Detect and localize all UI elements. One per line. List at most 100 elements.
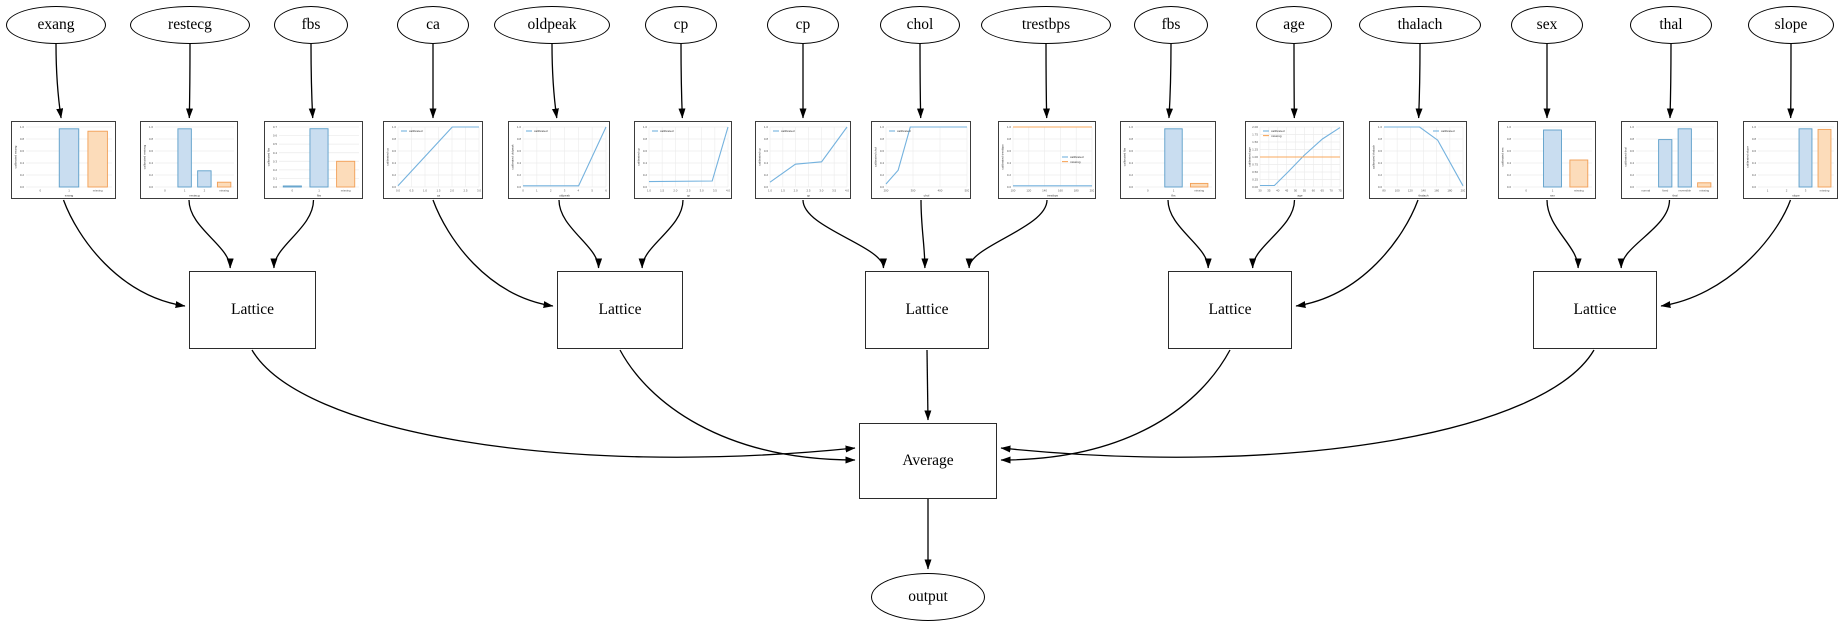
svg-text:0.0: 0.0 xyxy=(20,185,25,189)
lattice-node-1: Lattice xyxy=(189,271,316,349)
svg-text:calibrated fbs: calibrated fbs xyxy=(1123,147,1127,166)
svg-text:0.5: 0.5 xyxy=(273,142,278,146)
svg-text:0.2: 0.2 xyxy=(1507,173,1512,177)
svg-text:3.0: 3.0 xyxy=(700,189,704,193)
edge-cp-to-chart xyxy=(678,43,686,119)
feature-node-thal: thal xyxy=(1630,6,1712,44)
svg-text:4.0: 4.0 xyxy=(726,189,730,193)
edge-chart-10-to-lattice-4 xyxy=(1249,199,1296,269)
svg-text:calibrated cp: calibrated cp xyxy=(637,148,641,166)
svg-text:0.4: 0.4 xyxy=(1007,161,1012,165)
edge-chart-7-to-lattice-3 xyxy=(920,199,929,269)
svg-text:3.0: 3.0 xyxy=(477,189,481,193)
svg-text:0.0: 0.0 xyxy=(517,185,522,189)
svg-text:0.1: 0.1 xyxy=(273,177,278,181)
svg-text:calibrated sex: calibrated sex xyxy=(1501,147,1505,167)
svg-text:calibrated restecg: calibrated restecg xyxy=(143,145,147,170)
svg-text:200: 200 xyxy=(884,189,889,193)
svg-text:0.50: 0.50 xyxy=(1252,170,1258,174)
svg-text:fixed: fixed xyxy=(1662,189,1668,193)
lattice-label: Lattice xyxy=(1208,301,1252,318)
feature-label: exang xyxy=(37,16,75,33)
svg-text:0.4: 0.4 xyxy=(392,161,397,165)
svg-text:0: 0 xyxy=(164,189,166,193)
svg-text:1.0: 1.0 xyxy=(1007,125,1012,129)
svg-text:calibrated: calibrated xyxy=(409,129,423,133)
svg-text:0.8: 0.8 xyxy=(1007,137,1012,141)
svg-text:120: 120 xyxy=(1408,189,1413,193)
svg-text:2.5: 2.5 xyxy=(463,189,467,193)
average-node: Average xyxy=(859,423,997,499)
svg-text:0.6: 0.6 xyxy=(764,149,769,153)
edge-restecg-to-chart xyxy=(186,43,194,119)
svg-text:0.5: 0.5 xyxy=(409,189,413,193)
svg-text:0.2: 0.2 xyxy=(880,173,885,177)
svg-text:0.6: 0.6 xyxy=(20,149,25,153)
svg-text:65: 65 xyxy=(1321,189,1325,193)
svg-text:0.6: 0.6 xyxy=(1630,149,1635,153)
svg-text:0.0: 0.0 xyxy=(149,185,154,189)
edge-fbs-to-chart xyxy=(1166,43,1174,119)
svg-text:3.5: 3.5 xyxy=(713,189,717,193)
svg-text:chol: chol xyxy=(924,193,930,197)
svg-text:calibrated thal: calibrated thal xyxy=(1624,147,1628,167)
feature-node-ca: ca xyxy=(397,6,469,44)
edge-chol-to-chart xyxy=(916,43,924,119)
svg-text:0.8: 0.8 xyxy=(1129,137,1134,141)
svg-text:calibrated: calibrated xyxy=(781,129,795,133)
feature-label: chol xyxy=(906,16,934,33)
svg-text:0.0: 0.0 xyxy=(1752,185,1757,189)
lattice-node-5: Lattice xyxy=(1533,271,1657,349)
edge-chart-2-to-lattice-1 xyxy=(270,199,315,269)
svg-text:400: 400 xyxy=(938,189,943,193)
svg-text:0.8: 0.8 xyxy=(764,137,769,141)
edge-thal-to-chart xyxy=(1666,43,1674,119)
svg-text:thalach: thalach xyxy=(1419,193,1429,197)
svg-text:100: 100 xyxy=(1395,189,1400,193)
feature-label: fbs xyxy=(1161,16,1181,33)
feature-label: sex xyxy=(1536,16,1558,33)
edge-chart-9-to-lattice-4 xyxy=(1167,199,1212,269)
svg-text:0.4: 0.4 xyxy=(764,161,769,165)
svg-text:0.6: 0.6 xyxy=(643,149,648,153)
svg-text:1.0: 1.0 xyxy=(392,125,397,129)
svg-text:40: 40 xyxy=(1276,189,1280,193)
svg-text:1: 1 xyxy=(318,189,320,193)
svg-text:0.4: 0.4 xyxy=(517,161,522,165)
feature-node-oldpeak: oldpeak xyxy=(494,6,610,44)
feature-label: ca xyxy=(426,16,440,33)
svg-text:1: 1 xyxy=(68,189,70,193)
svg-text:trestbps: trestbps xyxy=(1047,193,1058,197)
feature-node-age: age xyxy=(1256,6,1332,44)
edge-exang-to-chart xyxy=(55,43,64,119)
edge-chart-8-to-lattice-3 xyxy=(965,199,1048,269)
svg-text:1.0: 1.0 xyxy=(1129,125,1134,129)
svg-text:2: 2 xyxy=(550,189,552,193)
svg-text:35: 35 xyxy=(1267,189,1271,193)
svg-text:calibrated chol: calibrated chol xyxy=(874,147,878,167)
svg-text:0.4: 0.4 xyxy=(20,161,25,165)
feature-label: trestbps xyxy=(1021,16,1071,33)
svg-text:calibrated thalach: calibrated thalach xyxy=(1372,145,1376,170)
svg-text:0.6: 0.6 xyxy=(880,149,885,153)
svg-text:1.5: 1.5 xyxy=(436,189,440,193)
svg-text:calibrated: calibrated xyxy=(897,129,911,133)
output-label: output xyxy=(908,588,948,605)
feature-label: oldpeak xyxy=(527,16,577,33)
feature-node-cp: cp xyxy=(767,6,839,44)
svg-text:missing: missing xyxy=(93,189,103,193)
svg-text:1.0: 1.0 xyxy=(880,125,885,129)
svg-text:0.25: 0.25 xyxy=(1252,178,1258,182)
svg-text:1.0: 1.0 xyxy=(517,125,522,129)
svg-text:1.0: 1.0 xyxy=(768,189,772,193)
svg-text:sex: sex xyxy=(1550,193,1555,197)
edge-chart-11-to-lattice-4 xyxy=(1295,199,1419,309)
svg-text:0.0: 0.0 xyxy=(1007,185,1012,189)
feature-label: thal xyxy=(1659,16,1683,33)
